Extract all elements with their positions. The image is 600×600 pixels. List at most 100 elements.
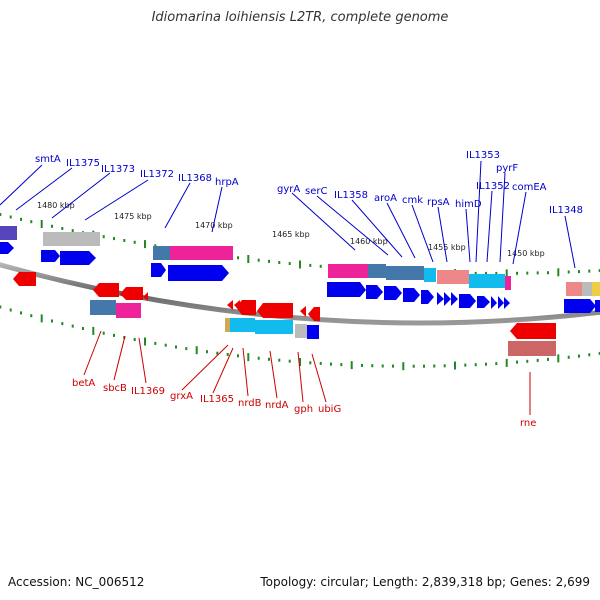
cog-box (508, 341, 556, 356)
cog-box (230, 318, 255, 332)
reverse-cog-boxes (90, 300, 556, 356)
forward-gene-arrows (0, 242, 600, 313)
cog-box (437, 270, 469, 284)
gene-label: grxA (170, 391, 193, 402)
gene-arrow (421, 290, 434, 304)
gene-arrow (451, 292, 458, 306)
gene-label: IL1352 (476, 181, 510, 192)
gene-arrow (477, 296, 490, 308)
cog-box (328, 264, 368, 278)
gene-arrow (120, 287, 143, 300)
gene-label: comEA (512, 182, 547, 193)
cog-box (505, 276, 511, 290)
genome-backbone (0, 262, 600, 326)
gene-arrow (0, 242, 14, 254)
gene-arrow (504, 297, 510, 309)
gene-label: hrpA (215, 177, 239, 188)
gene-label: IL1365 (200, 394, 234, 405)
reverse-gene-labels: betA sbcB IL1369 grxA IL1365 nrdB nrdA g… (72, 378, 536, 429)
forward-cog-boxes (0, 226, 600, 296)
gene-label: betA (72, 378, 95, 389)
cog-box (116, 303, 141, 318)
gene-label: rne (520, 418, 536, 429)
cog-box (0, 226, 17, 240)
map-title: Idiomarina loihiensis L2TR, complete gen… (151, 10, 449, 25)
kbp-label: 1475 kbp (114, 212, 152, 221)
forward-gene-labels: smtA IL1375 IL1373 IL1372 IL1368 hrpA gy… (35, 150, 583, 216)
gene-arrow (93, 283, 119, 297)
gene-arrow (384, 286, 402, 300)
gene-label: cmk (402, 195, 423, 206)
cog-box (90, 300, 116, 315)
gene-label: pyrF (496, 163, 518, 174)
gene-label: smtA (35, 154, 61, 165)
cog-box (469, 274, 505, 288)
gene-arrow (13, 272, 36, 286)
cog-box (592, 282, 600, 296)
cog-box (582, 282, 592, 296)
gene-label: ubiG (318, 404, 341, 415)
cog-box (424, 268, 436, 282)
cog-box (153, 246, 170, 260)
gene-label: IL1373 (101, 164, 135, 175)
cog-box (386, 266, 424, 280)
reverse-gene-arrows (13, 272, 556, 339)
gene-arrow (366, 285, 383, 299)
gene-arrow (308, 307, 320, 321)
kbp-label: 1450 kbp (507, 249, 545, 258)
top-leader-lines (0, 160, 576, 269)
gene-label: aroA (374, 193, 397, 204)
cog-box (295, 324, 307, 338)
cog-box (255, 320, 293, 334)
gene-arrow (491, 296, 497, 309)
bottom-leader-lines (83, 330, 531, 415)
cog-box (307, 325, 319, 339)
kbp-label: 1460 kbp (350, 237, 388, 246)
gene-label: gph (294, 404, 313, 415)
gene-label: IL1375 (66, 158, 100, 169)
gene-arrow (510, 323, 556, 339)
gene-arrow (459, 294, 476, 308)
gene-arrow (151, 263, 166, 277)
gene-arrow (300, 306, 306, 317)
gene-arrow (41, 250, 60, 262)
gene-label: nrdA (265, 400, 289, 411)
gene-arrow (327, 282, 366, 297)
kbp-label: 1480 kbp (37, 201, 75, 210)
genome-summary-label: Topology: circular; Length: 2,839,318 bp… (260, 575, 590, 589)
cog-box (43, 232, 100, 246)
cog-box (368, 264, 386, 278)
cog-box (566, 282, 582, 296)
cog-box (225, 318, 230, 332)
kbp-label: 1465 kbp (272, 230, 310, 239)
gene-label: serC (305, 186, 327, 197)
gene-label: IL1369 (131, 386, 165, 397)
gene-arrow (403, 288, 420, 302)
cog-box (170, 246, 233, 260)
accession-label: Accession: NC_006512 (8, 575, 145, 589)
gene-label: IL1353 (466, 150, 500, 161)
gene-arrow (498, 296, 504, 309)
gene-arrow (236, 300, 256, 315)
gene-arrow (168, 265, 229, 281)
kbp-label: 1455 kbp (428, 243, 466, 252)
gene-label: nrdB (238, 398, 262, 409)
gene-arrow (595, 300, 600, 312)
gene-label: gyrA (277, 184, 300, 195)
gene-arrow (564, 299, 596, 313)
gene-label: rpsA (427, 197, 450, 208)
gene-arrow (60, 251, 96, 265)
gene-label: sbcB (103, 383, 127, 394)
gene-arrow (444, 292, 451, 306)
gene-label: IL1372 (140, 169, 174, 180)
gene-label: IL1358 (334, 190, 368, 201)
gene-arrow (143, 292, 148, 301)
gene-label: IL1368 (178, 173, 212, 184)
gene-label: IL1348 (549, 205, 583, 216)
gene-arrow (437, 292, 444, 305)
gene-arrow (257, 303, 293, 318)
gene-arrow (227, 300, 233, 310)
gene-label: himD (455, 199, 482, 210)
